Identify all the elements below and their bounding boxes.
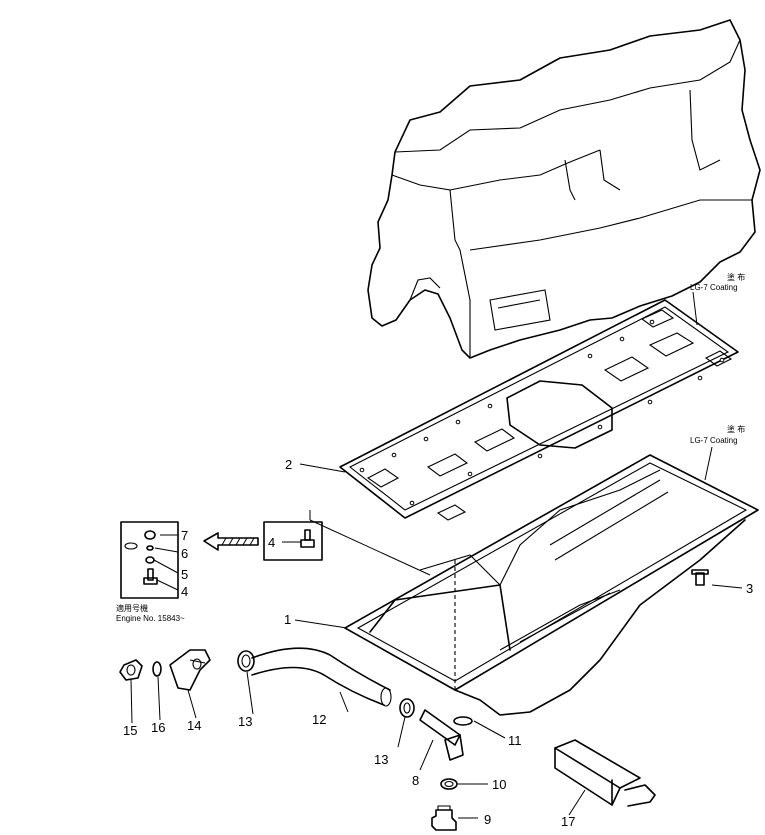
drain-plug	[431, 805, 457, 831]
callout-9: 9	[484, 812, 491, 827]
inset-bolt-4	[143, 568, 158, 585]
callout-numbers: 1 2 3 4 4 5 6 7 8 9 10 11 12 13 13 14 15…	[123, 457, 753, 829]
callout-14: 14	[187, 718, 201, 733]
bolt-detail-box	[263, 521, 323, 561]
callout-8: 8	[412, 773, 419, 788]
coating-note-mid-jp: 塗 布	[727, 424, 745, 434]
elbow-fitting	[169, 649, 211, 691]
callout-4-inset: 4	[181, 584, 188, 599]
serial-note-label: Engine No. 15843~	[116, 614, 185, 623]
coating-note-mid: 塗 布 LG-7 Coating	[690, 424, 745, 445]
inset-washer-5	[145, 556, 155, 564]
inset-washer-7	[144, 530, 156, 540]
gasket-window-openings	[366, 309, 733, 521]
serial-note-jp: 適用号機	[116, 603, 148, 613]
washer	[440, 778, 458, 790]
callout-13-left: 13	[238, 714, 252, 729]
serial-note: 適用号機 Engine No. 15843~	[116, 603, 185, 623]
leader-lines	[130, 291, 743, 819]
callout-4-box: 4	[268, 535, 275, 550]
hose-clamp-left	[237, 650, 255, 672]
callout-11: 11	[508, 733, 522, 748]
plug	[119, 659, 143, 681]
coating-note-top-jp: 塗 布	[727, 272, 745, 282]
callout-13-right: 13	[374, 752, 388, 767]
gasket-bolt-holes	[359, 319, 725, 506]
strainer	[554, 739, 656, 807]
pan-bolt	[691, 569, 709, 586]
callout-16: 16	[151, 720, 165, 735]
callout-12: 12	[312, 712, 326, 727]
suction-tube	[251, 647, 392, 707]
inset-clip-6	[124, 542, 154, 551]
callout-10: 10	[492, 777, 506, 792]
callout-15: 15	[123, 723, 137, 738]
callout-6: 6	[181, 546, 188, 561]
hose-clamp-right	[399, 698, 415, 718]
callout-5: 5	[181, 567, 188, 582]
reference-arrow-icon	[203, 532, 259, 551]
coating-note-top-label: LG-7 Coating	[690, 283, 738, 292]
drain-pipe	[419, 709, 464, 761]
callout-2: 2	[285, 457, 292, 472]
drain-gasket	[453, 716, 473, 726]
oil-pan	[344, 454, 759, 716]
callout-17: 17	[561, 814, 575, 829]
callout-3: 3	[746, 581, 753, 596]
inset-detail-box	[120, 521, 179, 599]
o-ring	[152, 661, 162, 677]
callout-7: 7	[181, 528, 188, 543]
callout-1: 1	[284, 612, 291, 627]
coating-note-top: 塗 布 LG-7 Coating	[690, 272, 745, 292]
coating-note-mid-label: LG-7 Coating	[690, 436, 738, 445]
engine-block	[367, 19, 761, 359]
oil-pan-gasket	[339, 299, 739, 521]
